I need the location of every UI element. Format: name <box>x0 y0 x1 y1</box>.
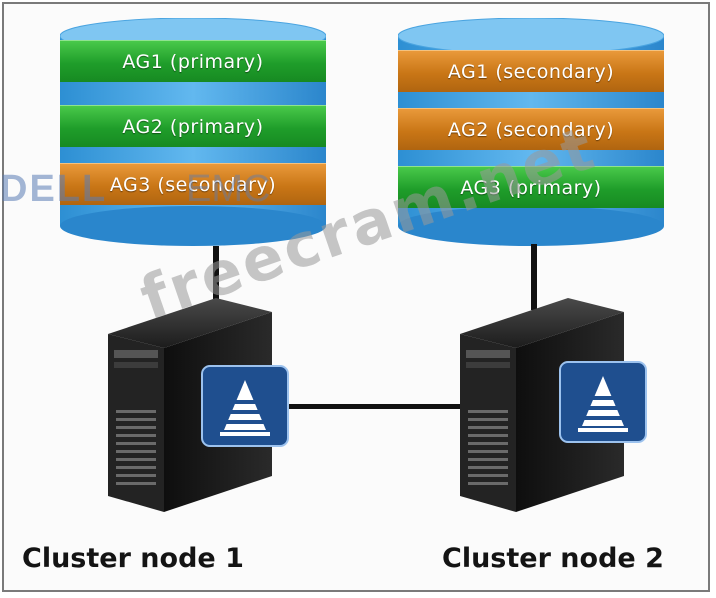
ag1-bar: AG1 (primary) <box>60 40 326 82</box>
database-node2: AG1 (secondary) AG2 (secondary) AG3 (pri… <box>398 18 664 248</box>
emc-watermark: EMC <box>186 168 271 210</box>
node1-caption: Cluster node 1 <box>22 543 244 574</box>
tower-server-icon <box>108 298 289 512</box>
ag-label: AG2 (primary) <box>122 115 264 138</box>
connector-server1-server2 <box>282 404 468 409</box>
node2-caption: Cluster node 2 <box>442 543 664 574</box>
ag-label: AG1 (primary) <box>122 50 264 73</box>
ag1-bar: AG1 (secondary) <box>398 50 664 92</box>
connector-db1-server1 <box>213 246 219 310</box>
dell-watermark: DELL <box>0 168 108 210</box>
ag3-bar: AG3 (primary) <box>398 166 664 208</box>
ag-label: AG1 (secondary) <box>447 60 615 83</box>
ag2-bar: AG2 (primary) <box>60 105 326 147</box>
failover-cluster-icon <box>201 365 289 447</box>
failover-cluster-icon <box>559 361 647 443</box>
ag3-bar: AG3 (secondary) <box>60 163 326 205</box>
ag-label: AG2 (secondary) <box>447 118 615 141</box>
connector-db2-server2 <box>531 244 537 310</box>
database-node1: AG1 (primary) AG2 (primary) AG3 (seconda… <box>60 18 326 248</box>
ag-label: AG3 (secondary) <box>109 173 277 196</box>
ag-label: AG3 (primary) <box>460 176 602 199</box>
ag2-bar: AG2 (secondary) <box>398 108 664 150</box>
tower-server-icon <box>460 298 647 512</box>
